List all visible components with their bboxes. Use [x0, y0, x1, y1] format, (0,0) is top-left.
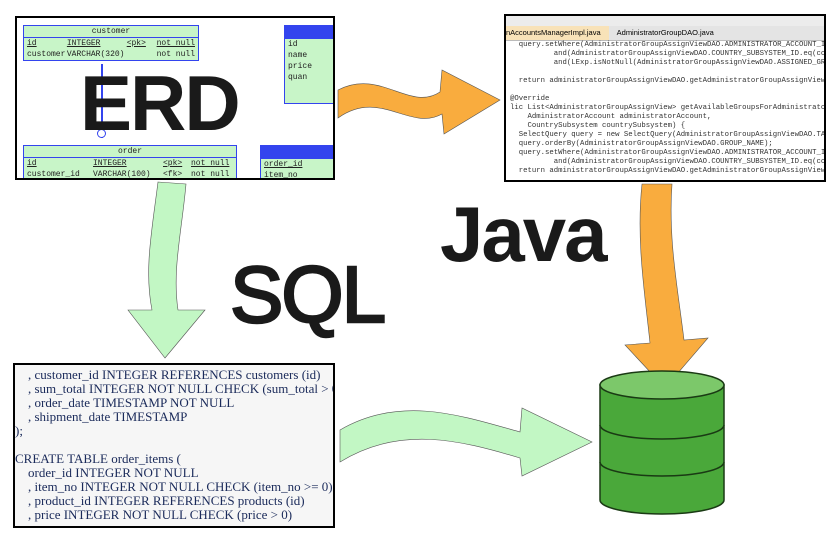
table-row: id	[288, 40, 298, 49]
code-line: query.setWhere(AdministratorGroupAssignV…	[510, 41, 826, 49]
code-line: , order_date TIMESTAMP NOT NULL	[15, 395, 235, 410]
code-line: , item_no INTEGER NOT NULL CHECK (item_n…	[15, 479, 333, 494]
table-row: price	[288, 62, 313, 71]
table-row: quan	[288, 73, 308, 82]
code-line: query.setWhere(AdministratorGroupAssignV…	[510, 149, 826, 157]
code-line: order_id INTEGER NOT NULL	[15, 465, 199, 480]
code-line: , shipment_date TIMESTAMP	[15, 409, 188, 424]
table-row: customer_id VARCHAR(100) <fk> not null	[24, 169, 236, 179]
code-line: AdministratorAccount administratorAccoun…	[510, 113, 712, 121]
col-key: <fk>	[163, 170, 183, 179]
code-line: , customer_id INTEGER REFERENCES custome…	[15, 367, 321, 382]
toolbar	[506, 16, 824, 26]
col-null: not null	[156, 39, 195, 48]
database-icon	[599, 370, 725, 515]
code-line: CountrySubsystem countrySubsystem) {	[510, 122, 686, 130]
java-panel: nAccountsManagerImpl.java AdministratorG…	[504, 14, 826, 182]
code-line: return administratorGroupAssignViewDAO.g…	[510, 167, 826, 175]
erd-table-product: id name price quan	[284, 25, 333, 104]
erd-table-order-item: order_id item_no	[260, 145, 333, 180]
editor-tabs: nAccountsManagerImpl.java AdministratorG…	[506, 26, 824, 41]
col-type: VARCHAR(100)	[93, 170, 151, 179]
code-line: and(AdministratorGroupAssignViewDAO.COUN…	[510, 50, 826, 58]
table-row: id INTEGER <pk> not null	[24, 158, 236, 169]
arrow-sql-to-db	[339, 407, 593, 477]
code-line: SelectQuery query = new SelectQuery(Admi…	[510, 131, 826, 139]
tab[interactable]: AdministratorGroupDAO.java	[616, 28, 714, 37]
sql-code: , customer_id INTEGER REFERENCES custome…	[15, 365, 333, 522]
tab-active[interactable]: nAccountsManagerImpl.java	[506, 26, 609, 40]
code-line: , sum_total INTEGER NOT NULL CHECK (sum_…	[15, 381, 335, 396]
code-line: , product_id INTEGER REFERENCES products…	[15, 493, 305, 508]
col-type: INTEGER	[66, 39, 101, 48]
code-line: and(AdministratorGroupAssignViewDAO.COUN…	[510, 158, 826, 166]
java-code: query.setWhere(AdministratorGroupAssignV…	[506, 41, 824, 176]
col-type: INTEGER	[93, 159, 127, 168]
table-row: order_id	[264, 160, 303, 169]
sql-label: SQL	[229, 250, 388, 339]
table-row: item_no	[264, 171, 298, 180]
arrow-erd-to-java	[337, 69, 501, 135]
code-line: CREATE TABLE order_items (	[15, 451, 181, 466]
arrow-java-to-db	[624, 183, 709, 389]
arrow-erd-to-sql	[127, 181, 206, 359]
col-type: VARCHAR(320)	[66, 50, 125, 59]
table-title: customer	[24, 26, 198, 38]
code-line: query.orderBy(AdministratorGroupAssignVi…	[510, 140, 773, 148]
code-line: lic List<AdministratorGroupAssignView> g…	[510, 104, 826, 112]
erd-label: ERD	[80, 59, 241, 147]
code-line: and(LExp.isNotNull(AdministratorGroupAss…	[510, 59, 826, 67]
col-name: customer_id	[27, 170, 80, 179]
table-row: id INTEGER <pk> not null	[24, 38, 198, 49]
erd-table-order: order id INTEGER <pk> not null customer_id V…	[23, 145, 237, 179]
col-name: id	[27, 159, 37, 168]
col-null: not null	[156, 50, 195, 59]
col-key: <pk>	[163, 159, 183, 168]
col-name: customer	[27, 50, 66, 59]
java-label: Java	[440, 190, 608, 278]
col-null: not null	[191, 159, 230, 168]
code-line: @Override	[510, 95, 550, 103]
code-line: );	[15, 423, 23, 438]
col-name: id	[27, 39, 37, 48]
table-row: name	[288, 51, 308, 60]
relationship-line	[101, 64, 103, 138]
crows-foot-icon	[97, 129, 106, 138]
code-line: , price INTEGER NOT NULL CHECK (price > …	[15, 507, 293, 522]
col-null: not null	[191, 170, 230, 179]
sql-panel: , customer_id INTEGER REFERENCES custome…	[13, 363, 335, 528]
table-title: order	[24, 146, 236, 158]
col-key: <pk>	[126, 39, 146, 48]
code-line: return administratorGroupAssignViewDAO.g…	[510, 77, 826, 85]
